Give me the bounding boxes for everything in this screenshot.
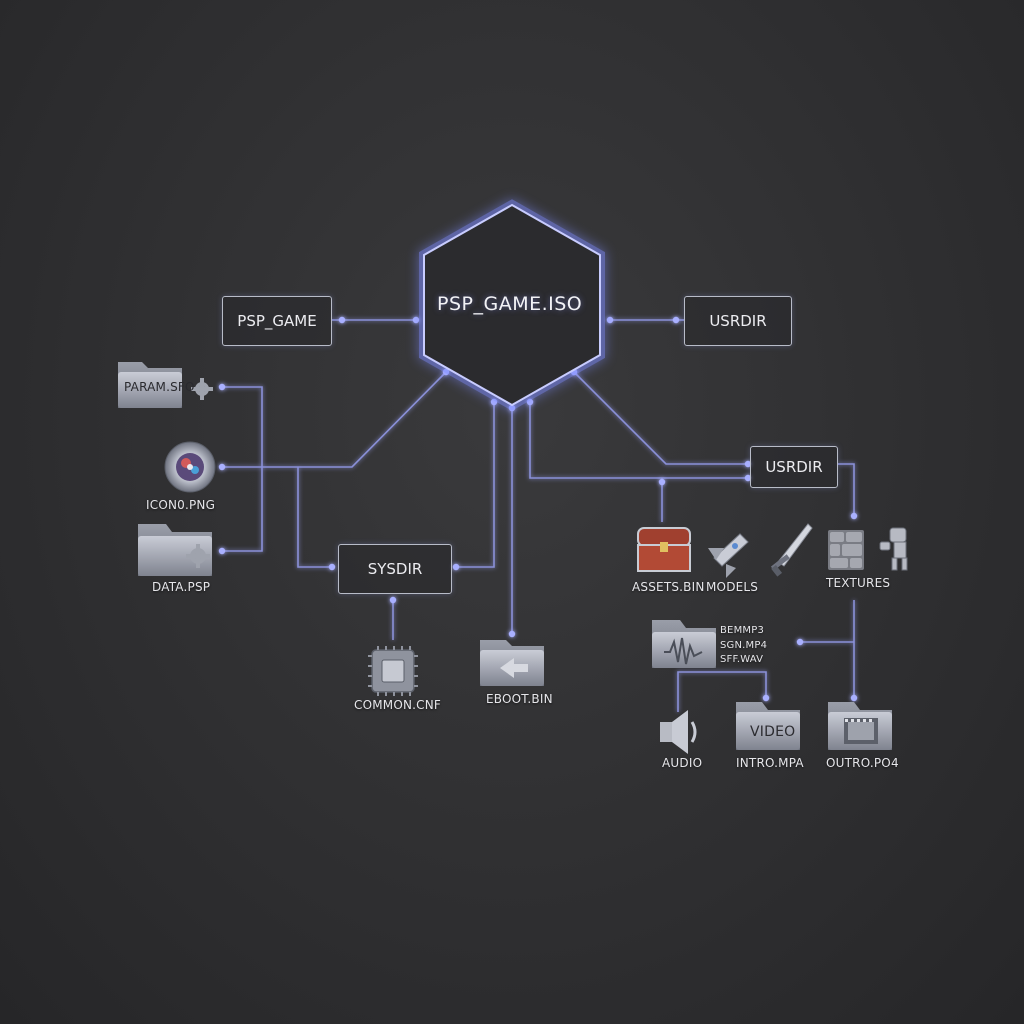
label-outro-po4: OUTRO.PO4 [826,756,899,770]
video-badge-label: VIDEO [750,724,796,740]
dot [389,596,397,604]
dot [452,563,460,571]
treasure-chest-icon[interactable] [637,527,691,572]
dot [218,463,226,471]
param-sfo-folder-icon[interactable] [118,362,182,408]
edge-sysdir-hub [454,402,495,568]
dot [744,460,752,468]
edge-audio-video [677,671,767,712]
audio-list-item: SFF.WAV [720,654,764,665]
dot [508,630,516,638]
dot [796,638,804,646]
hub-hexagon-shape[interactable] [423,203,601,407]
dot [218,383,226,391]
dot [744,474,752,482]
gear-icon [186,544,210,568]
dot [606,316,614,324]
label-intro-mpa: INTRO.MPA [736,756,804,770]
dot [850,694,858,702]
spaceship-icon[interactable] [708,533,749,578]
node-usrdir-top[interactable]: USRDIR [684,296,792,346]
edge-hub-usrdir-mid [573,371,748,465]
label-assets-bin: ASSETS.BIN [632,580,705,594]
dot [338,316,346,324]
speaker-icon[interactable] [660,710,697,754]
dot [218,547,226,555]
hub-hexagon[interactable] [419,199,605,411]
hub-label: PSP_GAME.ISO [437,293,583,315]
audio-list-item: BEMMP3 [720,625,765,636]
eboot-folder-icon[interactable] [480,640,544,686]
data-psp-folder-icon[interactable] [138,524,212,576]
edge-left-bracket [222,386,263,552]
label-param-sfo: PARAM.SFO [124,380,195,394]
stone-texture-icon[interactable] [828,530,864,570]
audio-folder-icon[interactable] [652,620,716,668]
dot [850,512,858,520]
icon0-disc-icon[interactable] [164,441,216,493]
node-usrdir-mid[interactable]: USRDIR [750,446,838,488]
dot [328,563,336,571]
connectors [222,319,855,712]
dot [412,316,420,324]
node-sysdir[interactable]: SYSDIR [338,544,452,594]
dot [658,478,666,486]
edge-to-sysdir [297,467,332,568]
label-icon0-png: ICON0.PNG [146,498,216,512]
connector-dots [218,316,858,702]
edge-hub-usrdir-mid-2 [529,402,748,479]
label-common-cnf: COMMON.CNF [354,698,442,712]
dot [672,316,680,324]
edge-hub-left-group [262,371,447,468]
label-audio: AUDIO [662,756,703,770]
node-psp-game[interactable]: PSP_GAME [222,296,332,346]
label-data-psp: DATA.PSP [152,580,211,594]
label-models: MODELS [706,580,759,594]
label-textures: TEXTURES [826,576,891,590]
robot-icon[interactable] [879,527,908,571]
film-folder-icon[interactable] [828,702,892,750]
label-eboot-bin: EBOOT.BIN [486,692,553,706]
sword-icon[interactable] [770,523,813,577]
dot [762,694,770,702]
gear-icon [191,378,213,400]
audio-list-item: SGN.MP4 [720,640,768,651]
chip-icon[interactable] [368,646,418,696]
edge-usrdir-right [838,463,855,516]
video-folder-icon[interactable] [736,702,800,750]
